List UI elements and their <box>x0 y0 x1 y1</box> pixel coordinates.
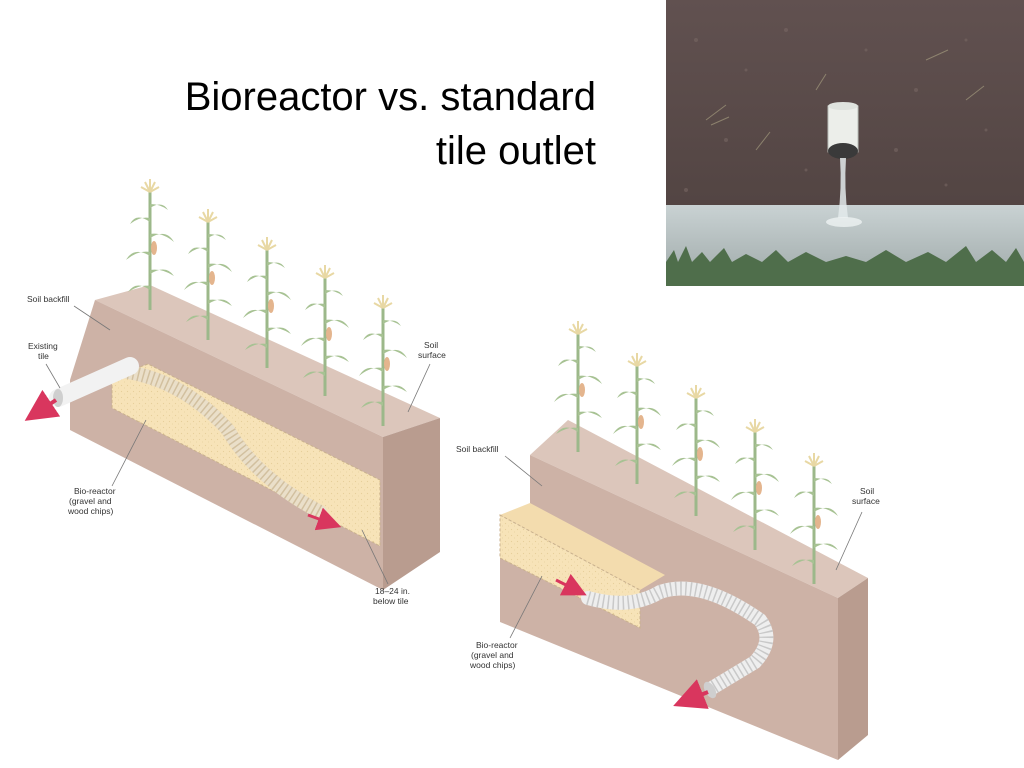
left-label-soil-surface: Soil surface <box>418 340 446 360</box>
right-flow-arrow <box>555 573 587 596</box>
right-diagram: Soil backfill Soil surface Bio-reactor (… <box>456 319 880 760</box>
left-diagram: Soil backfill Existing tile Soil surface… <box>24 177 446 606</box>
left-label-depth: 18–24 in. below tile <box>373 586 412 606</box>
title-line-2: tile outlet <box>435 129 596 173</box>
right-soil-side <box>838 578 868 760</box>
right-soil-front <box>500 455 838 760</box>
right-soil-top <box>530 420 868 598</box>
left-label-existing-tile: Existing tile <box>28 341 60 361</box>
left-label-bioreactor: Bio-reactor (gravel and wood chips) <box>67 486 118 516</box>
tile-outlet-photo <box>666 0 1024 286</box>
slide-title: Bioreactor vs. standard tile outlet <box>100 70 596 178</box>
left-label-soil-backfill: Soil backfill <box>27 294 70 304</box>
right-bioreactor-cut-top <box>500 503 665 590</box>
left-soil-side <box>383 418 440 590</box>
title-line-1: Bioreactor vs. standard <box>184 75 596 119</box>
right-outflow-arrow <box>673 679 709 709</box>
left-flow-arrow <box>307 507 342 531</box>
photo-outlet-pipe <box>827 102 859 159</box>
right-label-soil-backfill: Soil backfill <box>456 444 499 454</box>
photo-splash <box>826 217 862 227</box>
right-label-bioreactor: Bio-reactor (gravel and wood chips) <box>469 640 520 670</box>
left-outflow-arrow <box>24 389 61 421</box>
photo-dry-grass <box>705 49 985 151</box>
left-existing-tile <box>49 357 139 407</box>
photo-water-stream <box>838 158 848 218</box>
photo-grass-strip <box>666 246 1024 286</box>
right-label-soil-surface: Soil surface <box>852 486 880 506</box>
photo-soil-texture <box>684 28 988 192</box>
